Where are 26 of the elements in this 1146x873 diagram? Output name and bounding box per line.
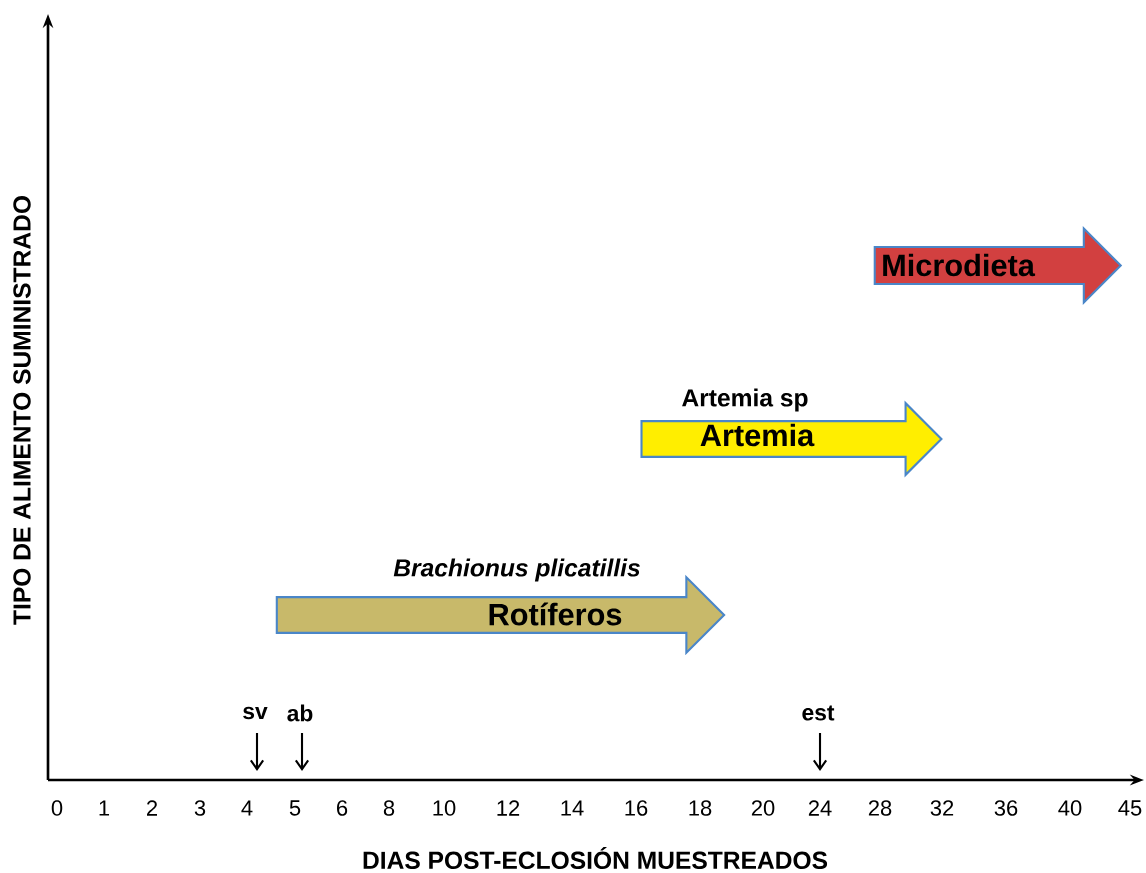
tick-label: 28 xyxy=(868,800,892,816)
tick-label: 45 xyxy=(1118,800,1142,816)
axis-title: TIPO DE ALIMENTO SUMINISTRADO xyxy=(13,196,31,625)
axis-title: DIAS POST-ECLOSIÓN MUESTREADOS xyxy=(363,847,828,870)
tick-label: 1 xyxy=(99,800,110,816)
tick-label: 24 xyxy=(808,800,832,816)
tick-label: 3 xyxy=(194,800,206,816)
tick-label: 5 xyxy=(289,800,301,816)
marker-label: sv xyxy=(243,706,268,720)
tick-label: 20 xyxy=(751,800,775,816)
tick-label: 6 xyxy=(337,800,348,816)
tick-label: 18 xyxy=(689,800,712,816)
marker-label: ab xyxy=(287,704,313,722)
tick-label: 12 xyxy=(497,800,520,816)
node-label: Brachionus plicatillis xyxy=(393,558,640,582)
tick-label: 8 xyxy=(383,800,395,816)
tick-label: 4 xyxy=(241,800,253,816)
tick-label: 0 xyxy=(51,800,63,816)
tick-label: 2 xyxy=(147,800,157,816)
tick-label: 40 xyxy=(1058,800,1082,816)
tick-label: 32 xyxy=(930,800,954,816)
tick-label: 16 xyxy=(625,800,648,816)
tick-label: 36 xyxy=(994,800,1018,816)
tick-label: 14 xyxy=(561,800,584,816)
marker-label: est xyxy=(802,705,835,721)
tick-label: 10 xyxy=(433,800,456,816)
